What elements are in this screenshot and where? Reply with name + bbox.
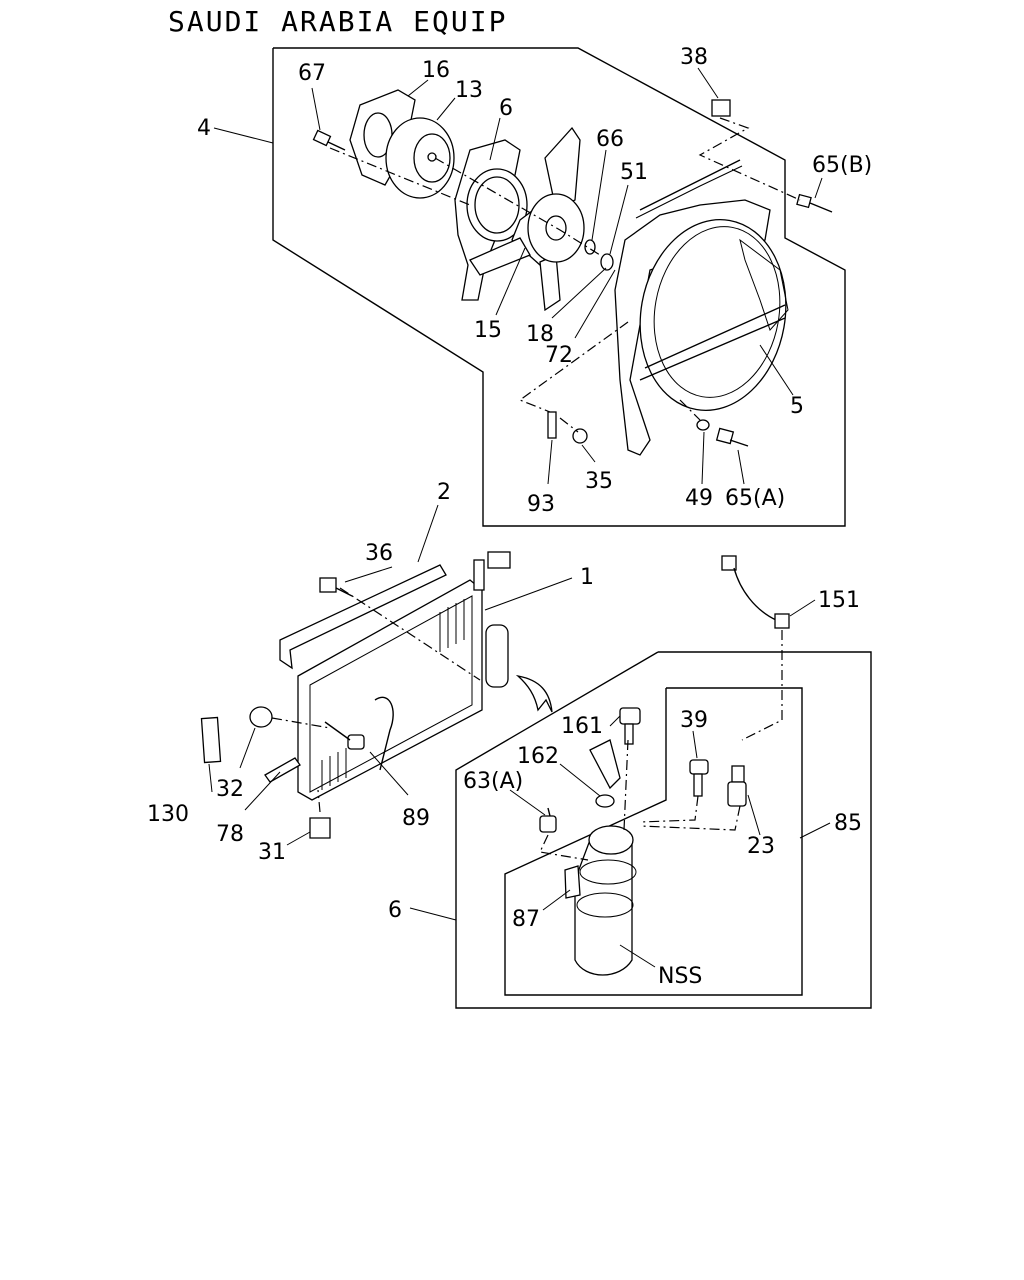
callout-51: 51 [620,160,648,185]
fan-shroud [614,199,789,456]
bolt-67 [312,129,346,151]
wire-harness-top [639,159,741,211]
condenser-receiver [485,624,509,688]
nut-51 [600,253,614,271]
callout-2: 2 [437,480,451,505]
bolt-39 [689,759,709,797]
bolt-63a [539,807,557,833]
callout-89: 89 [402,806,430,831]
callout-93: 93 [527,492,555,517]
pressure-switch-23 [727,765,747,807]
callout-65a: 65(A) [725,486,785,511]
sensor-plug [721,555,737,571]
bolt-65a [715,427,749,447]
condenser-group: 2 36 1 130 32 78 89 31 [147,480,594,865]
bolt-161 [619,707,641,745]
callout-23: 23 [747,834,775,859]
receiver-drier-inset: 161 39 162 63(A) 151 23 85 6 87 NSS [388,555,872,1009]
fan-assembly-group: 4 67 16 13 6 38 66 51 65(B) 15 18 72 5 9… [197,45,872,527]
callout-85: 85 [834,811,862,836]
callout-151: 151 [818,588,860,613]
condenser-bracket [279,564,447,670]
nut-35 [572,428,588,444]
inset-arrow [515,674,553,713]
o-ring-162 [595,794,615,808]
callout-66: 66 [596,127,624,152]
callout-63a: 63(A) [463,769,523,794]
connector-151 [774,613,790,629]
pad-130 [200,716,222,764]
callout-nss: NSS [658,964,702,989]
bushing-31 [309,817,331,839]
callout-5: 5 [790,394,804,419]
callout-31: 31 [258,840,286,865]
bracket-ring-inner [474,176,520,234]
condenser-fins [321,599,465,790]
receiver-drier-body [564,825,637,976]
callout-130: 130 [147,802,189,827]
callout-16: 16 [422,58,450,83]
mount-32 [249,706,273,728]
callout-39: 39 [680,708,708,733]
callout-72: 72 [545,343,573,368]
callout-6-bottom: 6 [388,898,402,923]
callout-87: 87 [512,907,540,932]
bracket-78 [264,757,301,783]
bolt-89 [324,721,365,750]
condenser-core [297,579,483,801]
fan-motor-shaft [427,152,437,162]
callout-13: 13 [455,78,483,103]
bolt-36 [319,577,353,597]
diagram-title: SAUDI ARABIA EQUIP [168,5,507,38]
inset-inner-frame [504,687,803,996]
condenser-top-fitting [487,551,511,569]
condenser-pipe-loop [374,696,394,771]
callout-49: 49 [685,486,713,511]
sensor-wire [733,567,777,621]
clamp-162 [589,739,621,790]
fan-blades [469,126,585,312]
fan-assembly-frame [272,47,846,527]
callout-6-top: 6 [499,96,513,121]
callout-78: 78 [216,822,244,847]
condenser-pipe [473,559,485,591]
callout-65b: 65(B) [812,153,872,178]
washer-49 [696,419,710,431]
callout-161: 161 [561,714,603,739]
shroud-ring [639,218,787,412]
connector-38 [711,99,731,117]
callout-67: 67 [298,61,326,86]
callout-162: 162 [517,744,559,769]
callout-35: 35 [585,469,613,494]
bolt-65b [796,193,833,213]
clip-93 [547,411,557,439]
callout-38: 38 [680,45,708,70]
inset-outer-frame [455,651,872,1009]
callout-32: 32 [216,777,244,802]
callout-1: 1 [580,565,594,590]
callout-18: 18 [526,322,554,347]
callout-15: 15 [474,318,502,343]
callout-4: 4 [197,116,211,141]
callout-36: 36 [365,541,393,566]
